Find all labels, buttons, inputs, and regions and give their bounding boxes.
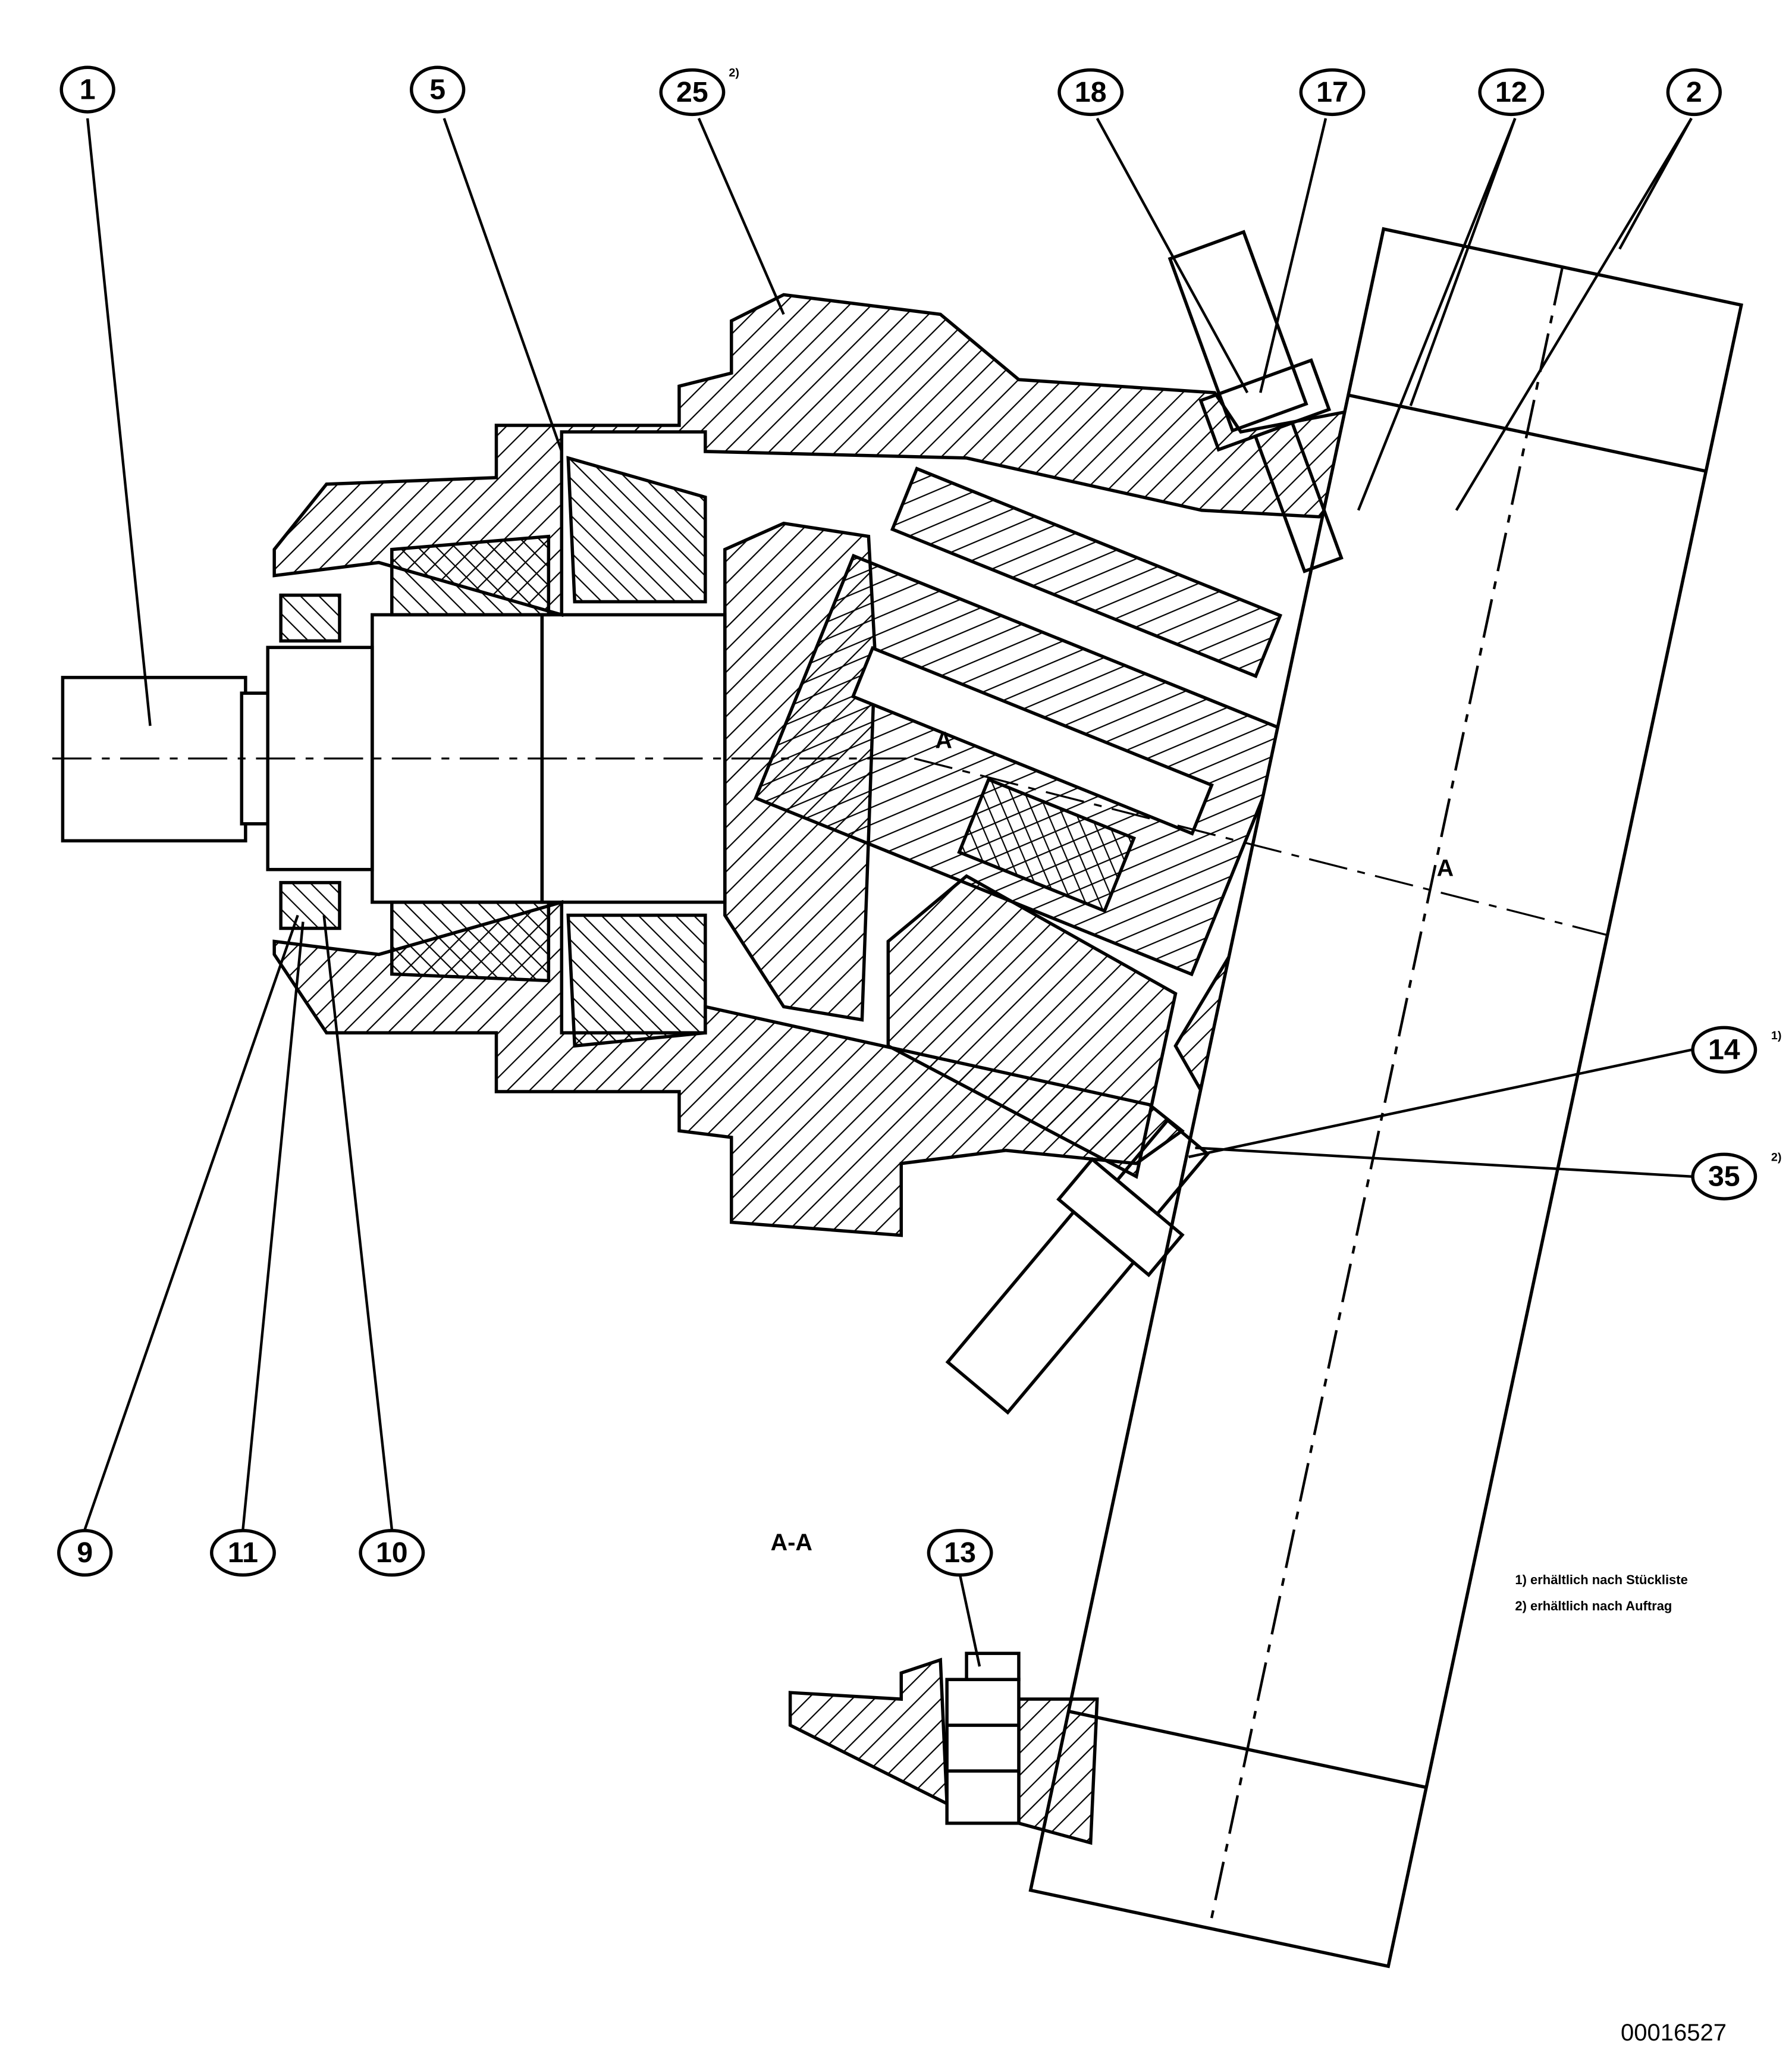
leader-lines: [83, 117, 1693, 1667]
svg-text:12: 12: [1495, 76, 1527, 108]
callout-2: 2: [1666, 68, 1722, 117]
svg-text:1): 1): [1771, 1029, 1782, 1042]
footnote-1: 1) erhältlich nach Stückliste: [1515, 1572, 1687, 1587]
svg-text:14: 14: [1708, 1034, 1740, 1066]
adjust-screw-top: [1168, 230, 1344, 573]
callout-25: 25 2): [659, 67, 739, 117]
cylinder-block: [753, 466, 1292, 977]
motor-body: [52, 227, 1743, 1968]
callout-9: 9: [57, 1529, 113, 1577]
svg-text:5: 5: [429, 74, 445, 106]
callout-1: 1: [59, 65, 115, 114]
svg-text:9: 9: [77, 1537, 93, 1569]
section-title-a-a: A-A: [771, 1529, 812, 1556]
svg-text:35: 35: [1708, 1161, 1740, 1193]
svg-text:10: 10: [376, 1537, 408, 1569]
svg-text:17: 17: [1316, 76, 1348, 108]
callout-5: 5: [410, 65, 466, 114]
svg-text:11: 11: [228, 1537, 258, 1569]
shaft-seal: [279, 593, 341, 643]
svg-text:13: 13: [944, 1537, 976, 1569]
callout-13: 13: [927, 1529, 993, 1577]
callout-18: 18: [1057, 68, 1124, 117]
document-id: 00016527: [1621, 2020, 1727, 2046]
svg-text:25: 25: [676, 76, 708, 108]
callout-14: 14 1): [1691, 1026, 1782, 1074]
callout-10: 10: [359, 1529, 425, 1577]
callout-11: 11: [210, 1529, 276, 1577]
svg-text:2: 2: [1686, 76, 1702, 108]
svg-text:18: 18: [1075, 76, 1107, 108]
adjust-screw-bottom: [945, 1118, 1210, 1415]
callout-17: 17: [1299, 68, 1366, 117]
svg-text:1: 1: [80, 74, 96, 106]
section-mark-a-1: A: [935, 727, 952, 753]
section-a-a-detail: [788, 1651, 1099, 1845]
section-mark-a-2: A: [1437, 855, 1454, 882]
svg-text:2): 2): [1771, 1151, 1782, 1164]
svg-text:2): 2): [729, 67, 739, 80]
callout-12: 12: [1478, 68, 1545, 117]
port-plate: [1028, 227, 1743, 1968]
callout-35: 35 2): [1691, 1151, 1782, 1200]
footnote-2: 2) erhältlich nach Auftrag: [1515, 1598, 1672, 1613]
